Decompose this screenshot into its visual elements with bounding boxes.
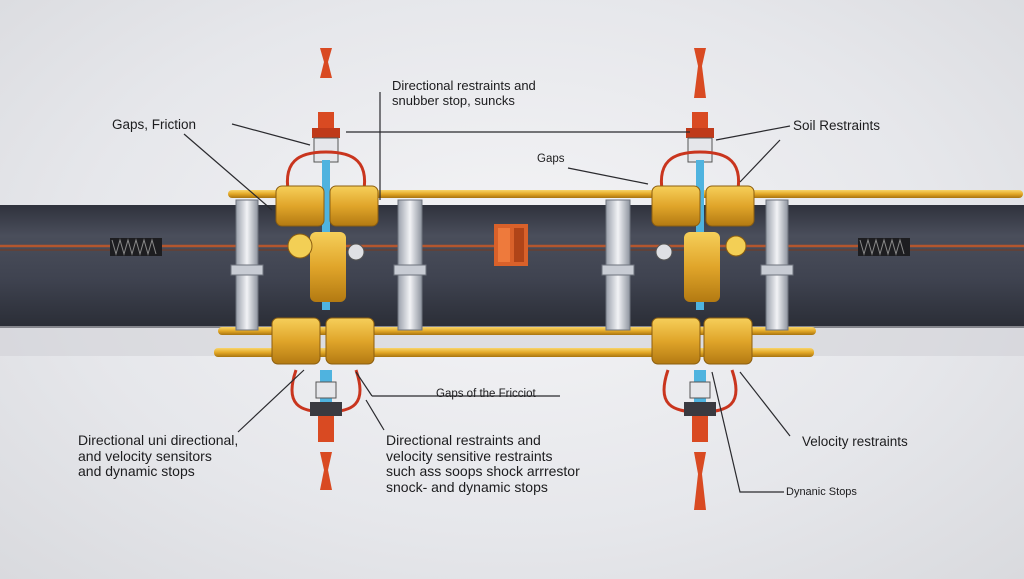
right-top-arrow	[694, 48, 706, 98]
left-restraint-assembly	[271, 48, 379, 490]
left-top-arrow	[320, 48, 332, 78]
leader-gaps	[567, 167, 649, 185]
label-soil-restraints: Soil Restraints	[793, 118, 881, 133]
leader-velocity	[739, 371, 791, 437]
label-gaps: Gaps	[537, 153, 565, 165]
right-restraint-assembly	[651, 48, 755, 510]
center-block	[494, 224, 528, 266]
label-directional-center: Directional restraints and velocity sens…	[386, 432, 580, 496]
right-bottom-arrow	[694, 452, 706, 510]
label-gaps-of-friction: Gaps of the Fricciot	[436, 388, 536, 400]
label-velocity-restraints: Velocity restraints	[802, 434, 908, 449]
label-directional-left: Directional uni directional, and velocit…	[78, 432, 239, 480]
leader-soil	[715, 125, 791, 141]
leader-dynamic-stops	[711, 371, 784, 493]
steel-hangers	[230, 199, 794, 331]
left-bottom-arrow	[320, 452, 332, 490]
leader-lines	[183, 92, 791, 493]
label-dynamic-stops: Dynanic Stops	[786, 486, 857, 498]
coil-left	[110, 238, 162, 256]
label-directional-top: Directional restraints and snubber stop,…	[392, 78, 536, 108]
coil-right	[858, 238, 910, 256]
leader-gaps-friction	[231, 123, 311, 146]
label-gaps-friction: Gaps, Friction	[112, 117, 197, 132]
leader-directional-left	[237, 369, 305, 433]
